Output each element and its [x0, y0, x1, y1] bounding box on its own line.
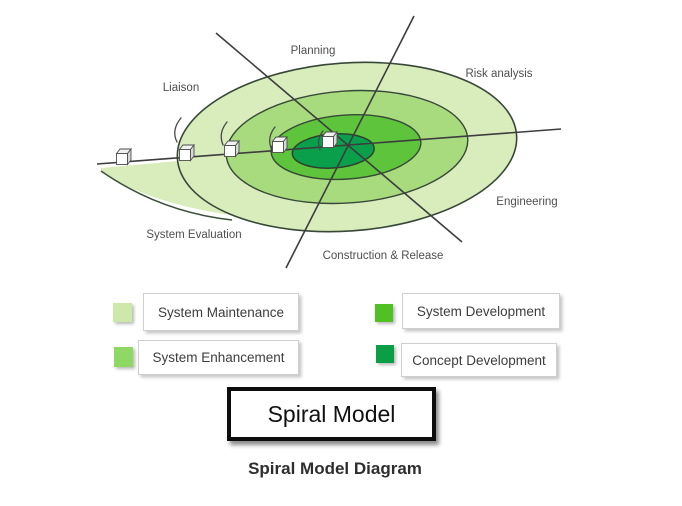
legend-item-system-enhancement: System Enhancement — [138, 340, 299, 375]
milestone-cube-icon — [321, 130, 338, 149]
axis-diagonal-line-nw — [215, 32, 463, 243]
milestone-cube-icon — [223, 139, 240, 158]
legend-swatch-system-enhancement — [114, 347, 133, 367]
spiral-arm-outline — [100, 170, 233, 221]
label-planning: Planning — [291, 45, 336, 57]
label-risk-analysis: Risk analysis — [465, 68, 532, 80]
legend-item-system-development: System Development — [402, 293, 560, 329]
legend-label: System Enhancement — [152, 350, 285, 365]
title-box: Spiral Model — [227, 387, 436, 441]
milestone-cube-icon — [271, 135, 288, 154]
legend-label: System Development — [416, 303, 546, 319]
legend-label: System Maintenance — [157, 304, 285, 320]
legend-swatch-concept-development — [376, 345, 394, 363]
caption: Spiral Model Diagram — [248, 459, 422, 478]
label-construction-release: Construction & Release — [323, 250, 444, 262]
axis-diagonal-line-ne — [285, 15, 415, 269]
spiral-diagram: Planning Risk analysis Liaison Engineeri… — [96, 15, 562, 269]
label-engineering: Engineering — [496, 196, 557, 208]
legend-item-concept-development: Concept Development — [401, 343, 557, 377]
spiral-gap-arc — [220, 121, 228, 146]
label-system-evaluation: System Evaluation — [146, 229, 241, 241]
legend-swatch-system-development — [375, 304, 393, 322]
milestone-cube-icon — [178, 143, 195, 162]
label-liaison: Liaison — [163, 82, 199, 94]
spiral-gap-arc — [317, 130, 324, 151]
spiral-gap-arc — [174, 117, 182, 143]
legend-swatch-system-maintenance — [113, 303, 132, 322]
legend-label: Concept Development — [412, 352, 546, 368]
title-box-label: Spiral Model — [267, 400, 396, 427]
legend-item-system-maintenance: System Maintenance — [143, 293, 299, 331]
spiral-gap-arc — [269, 126, 276, 149]
milestone-cube-icon — [115, 147, 132, 166]
